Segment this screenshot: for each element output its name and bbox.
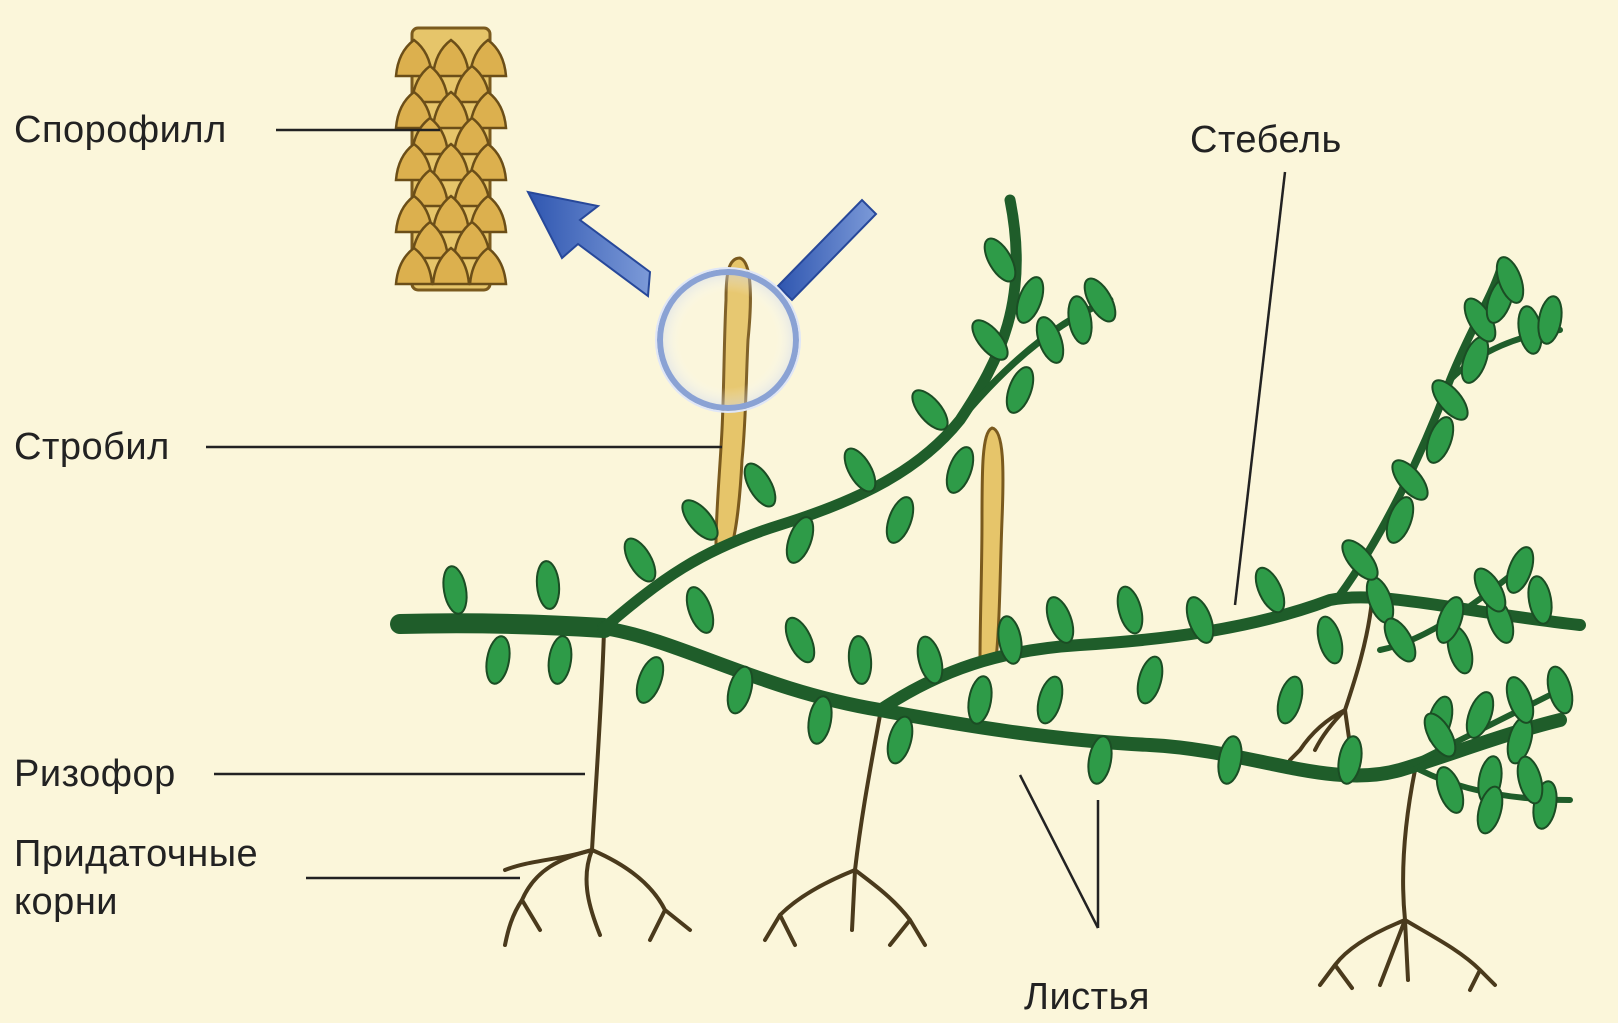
magnify-arrow: [528, 192, 650, 296]
leaf: [1313, 614, 1347, 666]
leaf: [483, 634, 513, 685]
label-leaves: Листья: [1024, 975, 1150, 1019]
leaf: [1215, 734, 1245, 785]
leaf: [1535, 294, 1565, 345]
leader-lines: [206, 130, 1285, 928]
leaf: [881, 494, 918, 547]
label-sporophyll: Спорофилл: [14, 108, 227, 152]
leaf: [535, 560, 561, 610]
leaf: [1113, 584, 1147, 636]
leaf: [913, 634, 947, 686]
leaf: [883, 714, 917, 766]
leaf: [847, 635, 873, 685]
label-strobilus: Стробил: [14, 425, 170, 469]
strobilus-closeup: [396, 28, 506, 290]
leaf: [440, 564, 470, 615]
leaf: [546, 635, 574, 686]
magnifier-handle: [778, 200, 876, 300]
leaf: [805, 694, 835, 745]
leaf: [1418, 709, 1461, 762]
leaf: [618, 534, 661, 587]
leaf: [906, 385, 954, 436]
leaf: [1543, 664, 1577, 716]
leaf: [738, 459, 781, 512]
label-stem: Стебель: [1190, 118, 1342, 162]
leaf: [1133, 654, 1167, 706]
leaf: [1033, 674, 1067, 726]
leaf: [1431, 764, 1468, 817]
magnifier-lens: [656, 268, 800, 412]
leaf: [838, 444, 881, 497]
leaf: [965, 674, 995, 725]
leaf: [1273, 674, 1307, 726]
leaf: [941, 444, 978, 497]
leaf: [1041, 594, 1078, 647]
leaf: [780, 614, 820, 667]
label-rhizophore: Ризофор: [14, 752, 176, 796]
leaf: [1250, 564, 1290, 617]
label-adventitious-roots-line2: корни: [14, 880, 118, 924]
leaf: [631, 654, 668, 707]
label-adventitious-roots-line1: Придаточные: [14, 832, 258, 876]
leaf: [681, 584, 718, 637]
